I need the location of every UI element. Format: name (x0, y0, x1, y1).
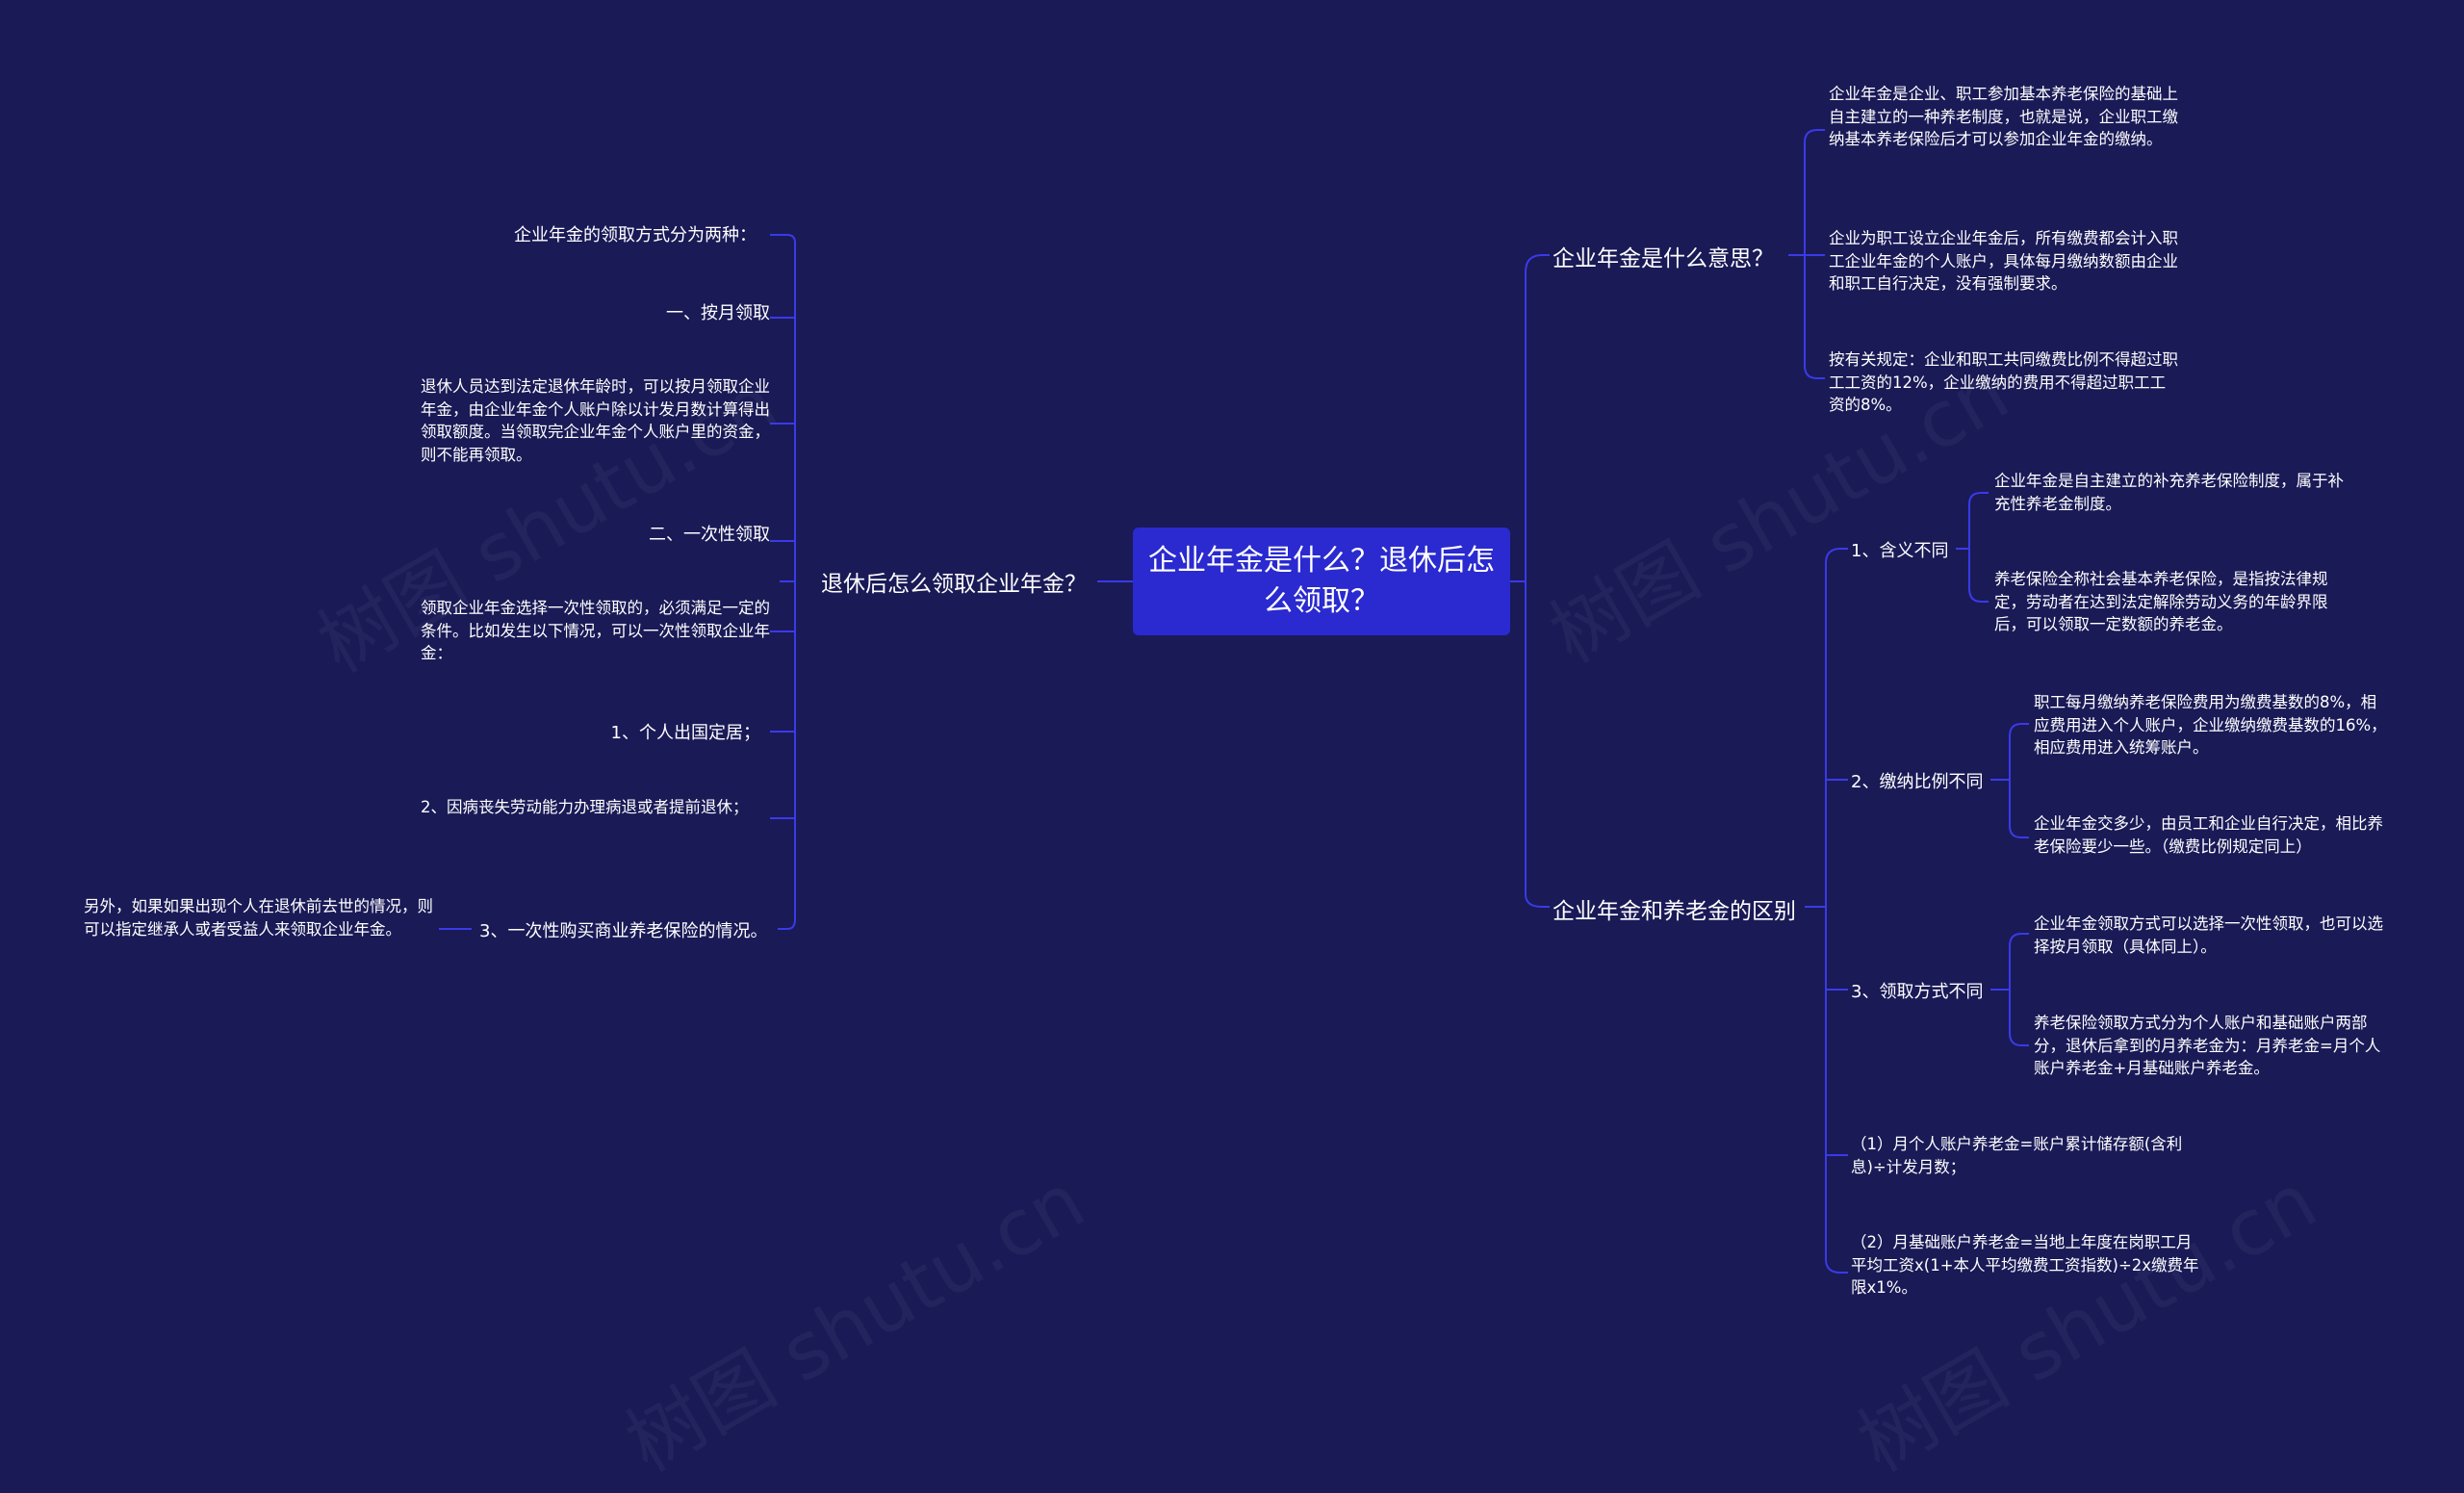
left-item-1[interactable]: 企业年金的领取方式分为两种： (514, 225, 757, 245)
ratio-item-2[interactable]: 企业年金交多少，由员工和企业自行决定，相比养老保险要少一些。（缴费比例规定同上） (2034, 814, 2383, 856)
what-item-2[interactable]: 企业为职工设立企业年金后，所有缴费都会计入职工企业年金的个人账户，具体每月缴纳数… (1829, 229, 2178, 293)
left-item-6[interactable]: 1、个人出国定居； (610, 723, 760, 743)
root-topic[interactable]: 企业年金是什么？退休后怎么领取？ (1133, 528, 1510, 635)
meaning-item-1[interactable]: 企业年金是自主建立的补充养老保险制度，属于补充性养老金制度。 (1994, 472, 2344, 513)
left-item-3[interactable]: 退休人员达到法定退休年龄时，可以按月领取企业年金，由企业年金个人账户除以计发月数… (421, 377, 770, 464)
left-item-2[interactable]: 一、按月领取 (666, 303, 770, 323)
formula-basic[interactable]: （2）月基础账户养老金=当地上年度在岗职工月平均工资x(1+本人平均缴费工资指数… (1851, 1233, 2199, 1297)
branch-difference[interactable]: 企业年金和养老金的区别 (1553, 899, 1796, 924)
method-item-1[interactable]: 企业年金领取方式可以选择一次性领取，也可以选择按月领取（具体同上）。 (2034, 914, 2383, 956)
what-item-3[interactable]: 按有关规定：企业和职工共同缴费比例不得超过职工工资的12%，企业缴纳的费用不得超… (1829, 350, 2178, 414)
left-item-5[interactable]: 领取企业年金选择一次性领取的，必须满足一定的条件。比如发生以下情况，可以一次性领… (421, 599, 770, 662)
branch-how-to-claim[interactable]: 退休后怎么领取企业年金？ (821, 572, 1087, 597)
meaning-item-2[interactable]: 养老保险全称社会基本养老保险，是指按法律规定，劳动者在达到法定解除劳动义务的年龄… (1994, 570, 2328, 633)
ratio-item-1[interactable]: 职工每月缴纳养老保险费用为缴费基数的8%，相应费用进入个人账户，企业缴纳缴费基数… (2034, 693, 2387, 757)
left-item-8[interactable]: 3、一次性购买商业养老保险的情况。 (479, 921, 768, 941)
diff-sub-ratio[interactable]: 2、缴纳比例不同 (1851, 772, 1984, 792)
what-item-1[interactable]: 企业年金是企业、职工参加基本养老保险的基础上自主建立的一种养老制度，也就是说，企… (1829, 85, 2178, 148)
formula-personal[interactable]: （1）月个人账户养老金=账户累计储存额(含利息)÷计发月数； (1851, 1135, 2183, 1176)
left-item-4[interactable]: 二、一次性领取 (649, 525, 770, 545)
left-item-7[interactable]: 2、因病丧失劳动能力办理病退或者提前退休； (421, 798, 749, 816)
left-extra-note[interactable]: 另外，如果如果出现个人在退休前去世的情况，则可以指定继承人或者受益人来领取企业年… (84, 897, 433, 939)
diff-sub-method[interactable]: 3、领取方式不同 (1851, 982, 1984, 1002)
diff-sub-meaning[interactable]: 1、含义不同 (1851, 541, 1949, 561)
method-item-2[interactable]: 养老保险领取方式分为个人账户和基础账户两部分，退休后拿到的月养老金为：月养老金=… (2034, 1014, 2381, 1077)
connector-lines (439, 129, 2029, 1274)
branch-what-is[interactable]: 企业年金是什么意思？ (1553, 246, 1774, 271)
